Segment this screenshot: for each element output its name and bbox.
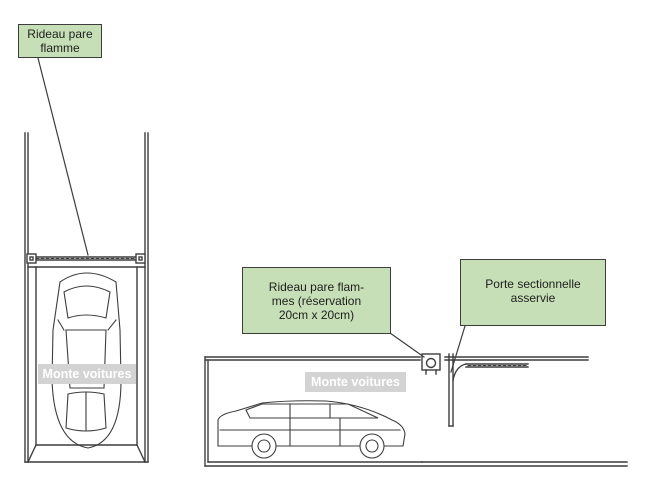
- callout-fire-curtain-side: Rideau pare flam- mes (réservation 20cm …: [242, 267, 391, 334]
- callout-fire-curtain-top: Rideau pare flamme: [18, 24, 102, 58]
- label-text: Monte voitures: [311, 375, 400, 389]
- callout-line: Rideau pare: [27, 27, 93, 41]
- callout-line: Rideau pare flam-: [268, 279, 365, 294]
- callout-sectional-door: Porte sectionnelle asservie: [460, 259, 606, 326]
- callout-line: mes (réservation: [271, 293, 362, 308]
- label-text: Monte voitures: [42, 367, 132, 381]
- car-top-view: [51, 272, 122, 449]
- leader-line-curtain-side: [389, 332, 425, 358]
- label-car-lift-top: Monte voitures: [38, 364, 136, 384]
- sectional-door-side-view: [448, 353, 529, 427]
- leader-line-sectional-door: [450, 325, 466, 373]
- callout-line: Porte sectionnelle: [485, 277, 581, 291]
- car-side-view: [217, 400, 406, 459]
- lift-shaft-top-view: [24, 132, 149, 463]
- lift-section-side-view: [204, 356, 628, 467]
- leader-line-curtain-top: [37, 57, 89, 256]
- callout-line: flamme: [40, 41, 80, 55]
- label-car-lift-side: Monte voitures: [305, 372, 406, 392]
- fire-curtain-side-view: [421, 353, 441, 375]
- callout-line: asservie: [510, 291, 556, 305]
- callout-line: 20cm x 20cm): [278, 307, 355, 322]
